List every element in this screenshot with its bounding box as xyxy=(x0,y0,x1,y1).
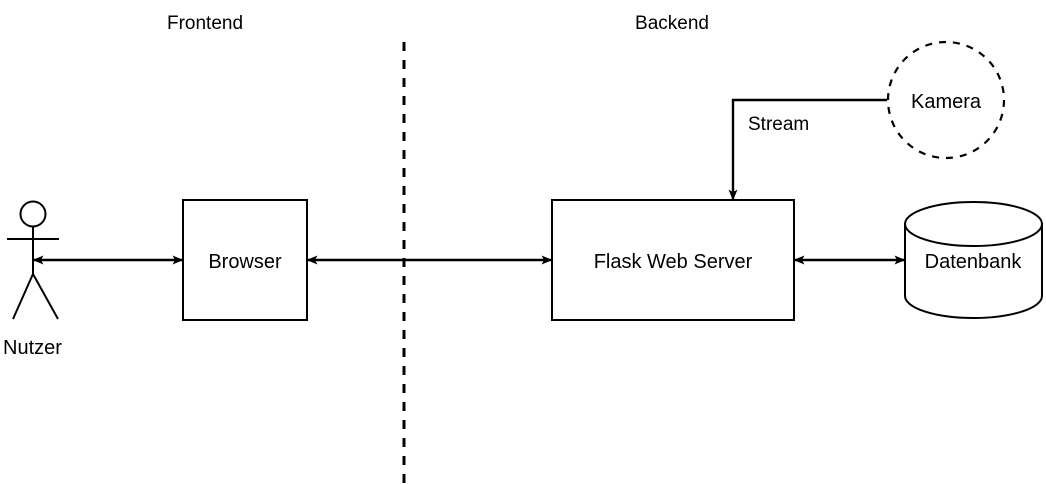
edge-kamera-flask-stream[interactable] xyxy=(728,98,887,201)
node-browser[interactable]: Browser xyxy=(182,199,308,321)
actor-right-leg-line xyxy=(32,273,59,320)
actor-nutzer[interactable]: Nutzer xyxy=(3,200,62,360)
actor-label-nutzer: Nutzer xyxy=(3,337,62,359)
actor-left-leg-line xyxy=(12,273,34,320)
datenbank-label: Datenbank xyxy=(925,251,1023,273)
browser-box-rect xyxy=(182,199,308,321)
section-title-frontend: Frontend xyxy=(167,13,243,34)
datenbank-cylinder-top xyxy=(904,201,1043,247)
node-kamera[interactable]: Kamera xyxy=(886,40,1006,160)
node-flask-web-server[interactable]: Flask Web Server xyxy=(551,199,795,321)
section-title-backend: Backend xyxy=(635,13,709,34)
datenbank-cylinder-body xyxy=(904,223,1043,319)
flask-box-rect xyxy=(551,199,795,321)
flask-box-label: Flask Web Server xyxy=(594,251,753,273)
kamera-label: Kamera xyxy=(911,91,982,113)
kamera-circle-shape xyxy=(886,40,1006,160)
edge-label-stream: Stream xyxy=(748,114,809,135)
browser-box-label: Browser xyxy=(208,251,282,273)
actor-head-icon xyxy=(19,200,47,228)
node-datenbank[interactable]: Datenbank xyxy=(904,201,1043,319)
